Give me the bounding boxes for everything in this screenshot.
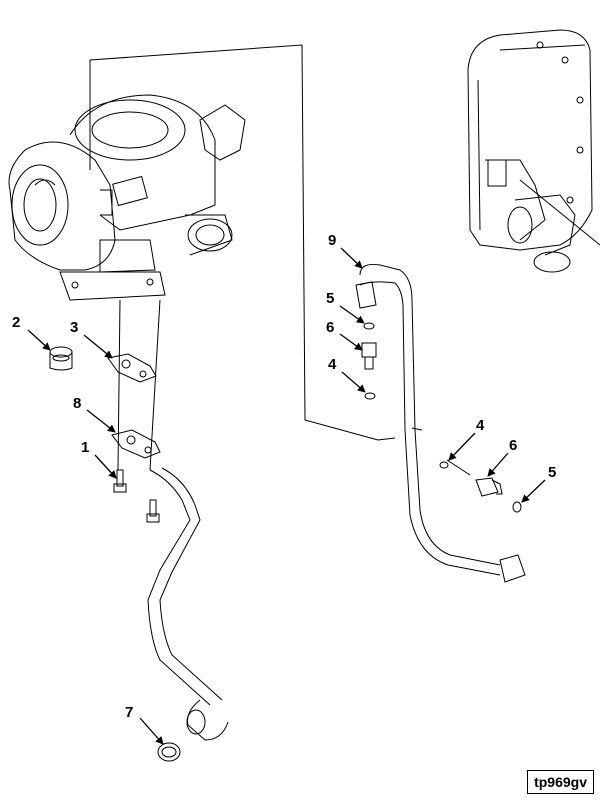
callout-4-lower: 4 [476,417,485,434]
callout-8: 8 [73,395,82,412]
callout-6-lower: 6 [509,437,518,454]
callout-5-lower: 5 [548,464,557,481]
part-6-connector-lower [475,477,503,497]
leader-arrows [27,247,546,745]
leader-1 [94,454,117,479]
callout-6-upper: 6 [326,319,335,336]
callout-3: 3 [70,319,79,336]
reference-lines [89,44,600,476]
part-5-washer-lower [512,501,522,513]
leader-3 [83,334,113,359]
part-2-plug [49,346,73,371]
leader-9 [340,247,363,269]
part-4-washer-lower [439,461,449,469]
leader-2 [27,329,51,351]
callout-1: 1 [81,439,90,456]
callout-5-upper: 5 [326,290,335,307]
part-9-supply-tube [355,264,526,583]
turbocharger [8,94,246,301]
callout-2: 2 [12,314,21,331]
leader-8 [86,409,116,433]
part-6-connector-upper [361,342,377,370]
leader-4-upper [341,371,366,393]
leader-6-upper [339,333,363,351]
part-4-washer-upper [364,392,376,400]
leader-4-lower [448,432,476,461]
callout-7: 7 [125,704,134,721]
engine-block [467,29,593,273]
part-5-washer-upper [363,322,375,330]
leader-5-lower [521,479,546,503]
part-8-gasket [111,429,161,459]
part-7-drain-tube [147,467,229,762]
callout-9: 9 [328,232,337,249]
figure-id-label: tp969gv [527,770,594,794]
leader-6-lower [487,452,509,477]
callout-4-upper: 4 [328,356,337,373]
leader-5-upper [339,305,365,324]
part-3-gasket [107,353,157,383]
part-1-capscrew [113,469,160,523]
leader-7 [139,717,164,745]
